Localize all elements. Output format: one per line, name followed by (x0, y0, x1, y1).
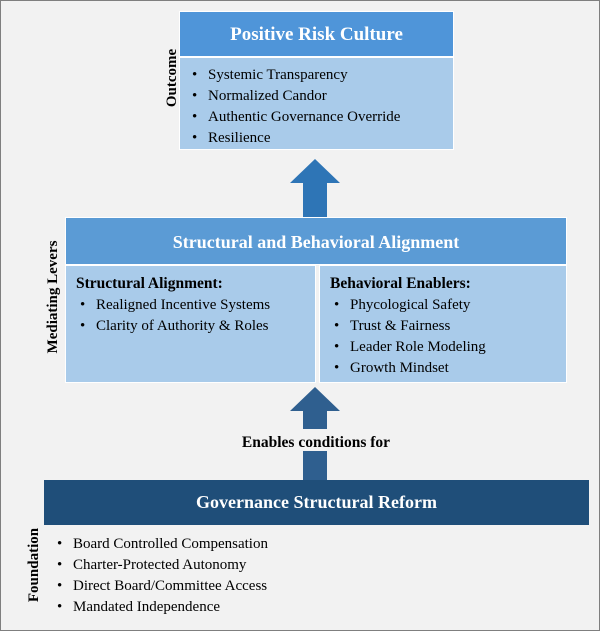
behavioral-list: Phycological Safety Trust & Fairness Lea… (330, 295, 566, 379)
behavioral-item: Trust & Fairness (330, 316, 566, 337)
lower-arrow-icon (290, 387, 340, 481)
foundation-item: Mandated Independence (53, 597, 373, 618)
foundation-item: Board Controlled Compensation (53, 534, 373, 555)
behavioral-item: Leader Role Modeling (330, 337, 566, 358)
outcome-item: Normalized Candor (188, 86, 453, 107)
outcome-item: Authentic Governance Override (188, 107, 453, 128)
foundation-side-label: Foundation (26, 527, 42, 603)
behavioral-heading: Behavioral Enablers: (330, 275, 471, 292)
behavioral-item: Phycological Safety (330, 295, 566, 316)
connector-label: Enables conditions for (241, 434, 391, 451)
foundation-item: Charter-Protected Autonomy (53, 555, 373, 576)
outcome-item: Systemic Transparency (188, 65, 453, 86)
structural-list: Realigned Incentive Systems Clarity of A… (76, 295, 315, 337)
outcome-panel: Systemic Transparency Normalized Candor … (179, 57, 454, 150)
foundation-item: Direct Board/Committee Access (53, 576, 373, 597)
foundation-title: Governance Structural Reform (44, 480, 589, 525)
upper-arrow-icon (290, 159, 340, 219)
outcome-list: Systemic Transparency Normalized Candor … (188, 65, 453, 149)
structural-panel: Structural Alignment: Realigned Incentiv… (65, 265, 316, 383)
foundation-panel: Board Controlled Compensation Charter-Pr… (53, 534, 373, 624)
structural-heading: Structural Alignment: (76, 275, 223, 292)
levers-title: Structural and Behavioral Alignment (65, 217, 567, 265)
outcome-title: Positive Risk Culture (179, 11, 454, 57)
foundation-list: Board Controlled Compensation Charter-Pr… (53, 534, 373, 618)
behavioral-item: Growth Mindset (330, 358, 566, 379)
outcome-item: Resilience (188, 128, 453, 149)
structural-item: Clarity of Authority & Roles (76, 316, 315, 337)
behavioral-panel: Behavioral Enablers: Phycological Safety… (319, 265, 567, 383)
structural-item: Realigned Incentive Systems (76, 295, 315, 316)
levers-side-label: Mediating Levers (45, 240, 61, 354)
